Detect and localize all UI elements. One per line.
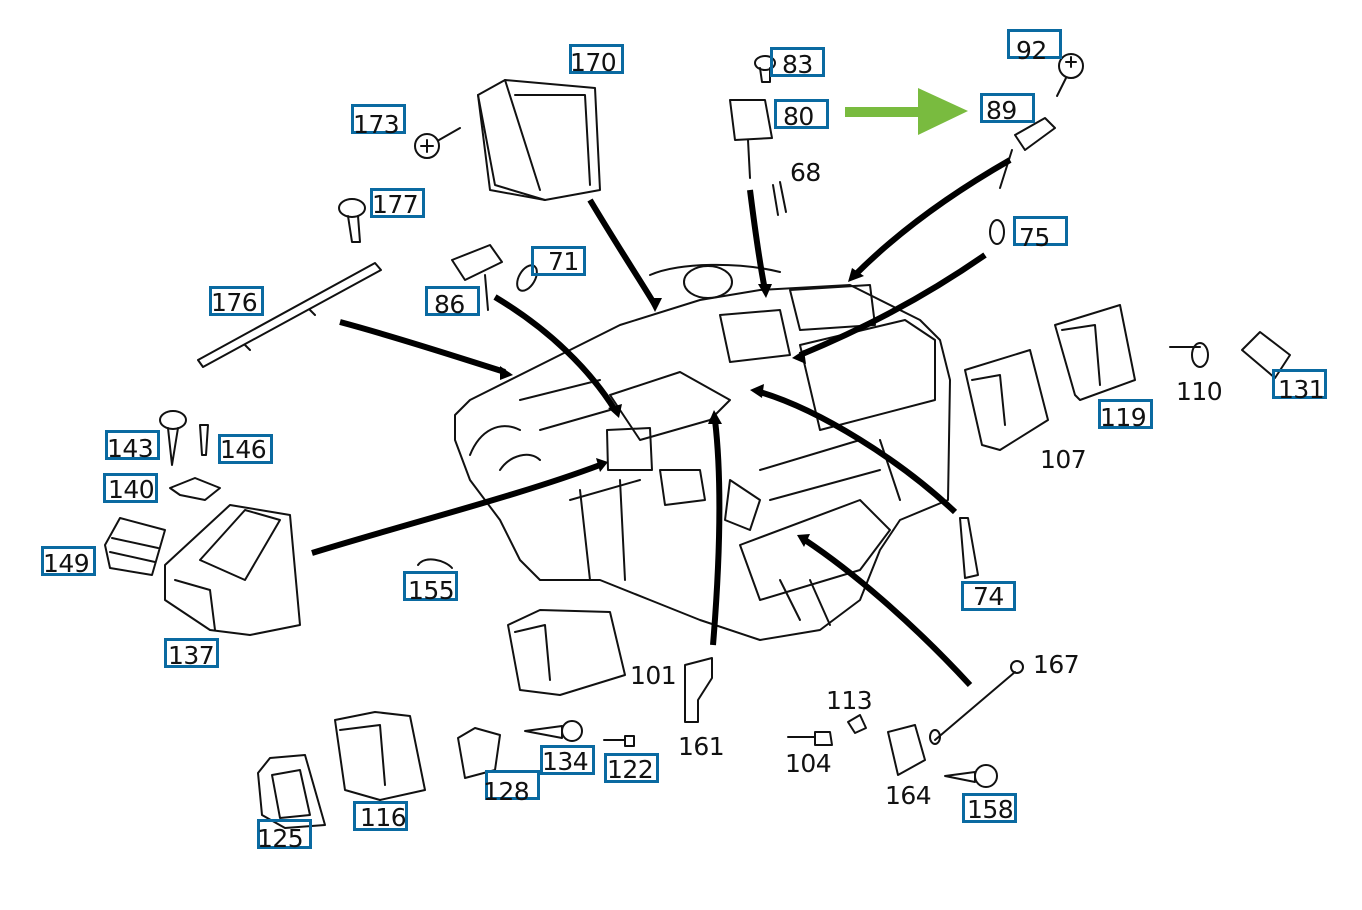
- callout-box-158[interactable]: [962, 793, 1017, 823]
- callout-label-173: 173: [353, 110, 400, 139]
- callout-label-134: 134: [542, 747, 589, 776]
- callout-label-161: 161: [678, 732, 725, 761]
- part-drawing-158: [944, 764, 998, 788]
- part-drawing-122: [603, 735, 635, 747]
- callout-label-143: 143: [107, 434, 154, 463]
- callout-label-158: 158: [967, 795, 1014, 824]
- callout-box-137[interactable]: [164, 638, 219, 668]
- callout-box-119[interactable]: [1098, 399, 1153, 429]
- callout-box-134[interactable]: [540, 745, 595, 775]
- callout-label-110: 110: [1176, 377, 1223, 406]
- callout-label-170: 170: [570, 48, 617, 77]
- part-drawing-75: [989, 219, 1005, 245]
- callout-box-140[interactable]: [103, 473, 158, 503]
- part-drawing-80: [729, 99, 773, 179]
- part-drawing-116: [334, 711, 426, 801]
- part-drawing-143: [159, 410, 187, 466]
- part-drawing-137: [164, 504, 301, 636]
- part-drawing-170: [477, 79, 601, 201]
- callout-label-131: 131: [1278, 375, 1325, 404]
- main-housing-drawing: [454, 263, 951, 641]
- callout-box-146[interactable]: [218, 434, 273, 464]
- part-drawing-71: [516, 264, 538, 292]
- callout-label-137: 137: [168, 641, 215, 670]
- part-drawing-110: [1169, 342, 1209, 368]
- callout-label-80: 80: [783, 102, 814, 131]
- callout-box-80[interactable]: [774, 99, 829, 129]
- callout-box-170[interactable]: [569, 44, 624, 74]
- callout-label-167: 167: [1033, 650, 1080, 679]
- part-drawing-134: [524, 720, 583, 742]
- callout-label-104: 104: [785, 749, 832, 778]
- callout-box-86[interactable]: [425, 286, 480, 316]
- part-drawing-86: [451, 244, 503, 311]
- callout-label-71: 71: [548, 247, 579, 276]
- callout-label-101: 101: [630, 661, 677, 690]
- callout-label-155: 155: [408, 576, 455, 605]
- part-drawing-113: [847, 714, 867, 734]
- callout-box-125[interactable]: [257, 819, 312, 849]
- callout-label-176: 176: [211, 288, 258, 317]
- callout-label-122: 122: [607, 755, 654, 784]
- callout-box-155[interactable]: [403, 571, 458, 601]
- callout-box-122[interactable]: [604, 753, 659, 783]
- callout-label-68: 68: [790, 158, 821, 187]
- part-drawing-125: [257, 754, 326, 829]
- callout-label-86: 86: [434, 290, 465, 319]
- part-drawing-128: [457, 727, 501, 779]
- callout-label-177: 177: [372, 190, 419, 219]
- callout-box-75[interactable]: [1013, 216, 1068, 246]
- callout-label-107: 107: [1040, 445, 1087, 474]
- part-drawing-173: [414, 127, 461, 159]
- callout-box-92[interactable]: [1007, 29, 1062, 59]
- callout-box-143[interactable]: [105, 430, 160, 460]
- callout-label-75: 75: [1019, 223, 1050, 252]
- callout-label-74: 74: [973, 582, 1004, 611]
- callout-box-149[interactable]: [41, 546, 96, 576]
- callout-box-83[interactable]: [770, 47, 825, 77]
- callout-box-74[interactable]: [961, 581, 1016, 611]
- callout-box-89[interactable]: [980, 93, 1035, 123]
- part-drawing-140: [169, 477, 221, 501]
- part-drawing-74: [959, 517, 979, 579]
- part-drawing-177: [338, 198, 366, 243]
- green-right-arrow-icon: [845, 88, 968, 135]
- callout-box-128[interactable]: [485, 770, 540, 800]
- callout-label-164: 164: [885, 781, 932, 810]
- callout-label-149: 149: [43, 549, 90, 578]
- part-drawing-107: [964, 349, 1049, 451]
- part-drawing-68: [772, 181, 787, 216]
- part-drawing-104: [787, 731, 833, 746]
- leader-arrows: [311, 157, 1012, 688]
- callout-label-128: 128: [483, 777, 530, 806]
- callout-label-125: 125: [257, 824, 304, 853]
- callout-label-146: 146: [220, 435, 267, 464]
- callout-box-177[interactable]: [370, 188, 425, 218]
- callout-label-140: 140: [108, 475, 155, 504]
- callout-label-83: 83: [782, 50, 813, 79]
- callout-box-116[interactable]: [353, 801, 408, 831]
- part-drawing-146: [199, 424, 209, 456]
- callout-label-113: 113: [826, 686, 873, 715]
- part-drawing-119: [1054, 304, 1136, 401]
- part-drawing-92: [1056, 53, 1084, 97]
- part-drawing-155: [417, 558, 453, 569]
- callout-box-176[interactable]: [209, 286, 264, 316]
- part-drawing-167: [929, 660, 1024, 745]
- callout-box-131[interactable]: [1272, 369, 1327, 399]
- callout-label-116: 116: [360, 803, 407, 832]
- part-drawing-89: [999, 117, 1056, 189]
- part-drawing-131: [1241, 331, 1291, 379]
- part-drawing-101: [507, 609, 626, 696]
- part-drawing-149: [104, 517, 166, 576]
- part-drawing-164: [887, 724, 926, 776]
- callout-box-71[interactable]: [531, 246, 586, 276]
- callout-box-173[interactable]: [351, 104, 406, 134]
- callout-label-92: 92: [1016, 36, 1047, 65]
- part-drawing-161: [684, 657, 713, 723]
- callout-label-89: 89: [986, 96, 1017, 125]
- callout-label-119: 119: [1100, 403, 1147, 432]
- part-drawing-176: [197, 262, 382, 368]
